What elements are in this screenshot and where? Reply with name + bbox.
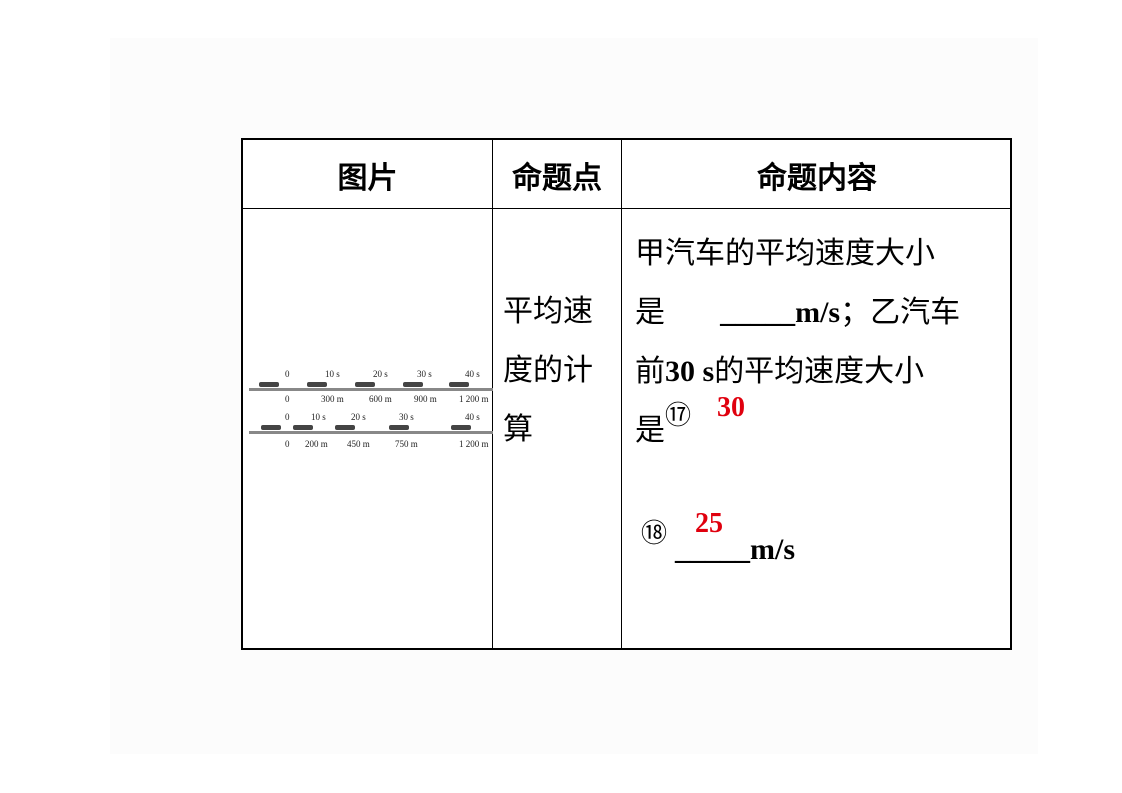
content-line-2: 是 _____m/s；乙汽车: [635, 283, 1015, 342]
car-icon: [293, 425, 313, 430]
content-line-4: 是: [635, 413, 665, 448]
header-content: 命题内容: [757, 160, 877, 196]
car-icon: [261, 425, 281, 430]
content-text: 是: [635, 295, 665, 330]
svg-text:200 m: 200 m: [305, 439, 328, 449]
unit-label-1: m/s: [795, 296, 841, 329]
svg-text:0: 0: [285, 394, 290, 404]
svg-text:10 s: 10 s: [311, 412, 326, 422]
car-a-time-label: 20 s: [373, 369, 388, 379]
content-table: 图片 命题点 命题内容 0 10 s 20 s 30 s 40 s 0 300 …: [241, 138, 1012, 650]
car-motion-figure: 0 10 s 20 s 30 s 40 s 0 300 m 600 m 900 …: [249, 369, 493, 449]
svg-text:0: 0: [285, 412, 290, 422]
svg-text:750 m: 750 m: [395, 439, 418, 449]
car-icon: [403, 382, 423, 387]
content-cell: 甲汽车的平均速度大小 是 _____m/s；乙汽车 前30 s的平均速度大小 是: [635, 224, 1015, 460]
svg-text:0: 0: [285, 439, 290, 449]
svg-text:1 200 m: 1 200 m: [459, 394, 489, 404]
header-image: 图片: [337, 160, 398, 196]
topic-line: 度的计: [503, 353, 593, 388]
svg-text:1 200 m: 1 200 m: [459, 439, 489, 449]
car-a-time-label: 30 s: [417, 369, 432, 379]
content-text: 前: [635, 354, 665, 389]
answer-blank-1: _____: [720, 296, 796, 329]
car-a-labels: 0 10 s 20 s 30 s 40 s: [285, 369, 480, 379]
content-line-1: 甲汽车的平均速度大小: [635, 236, 935, 271]
header-topic: 命题点: [512, 160, 602, 196]
car-b-distance-labels: 0 200 m 450 m 750 m 1 200 m: [285, 439, 489, 449]
svg-text:40 s: 40 s: [465, 412, 480, 422]
car-b-labels: 0 10 s 20 s 30 s 40 s: [285, 412, 480, 422]
content-text: ；乙汽车: [840, 295, 961, 330]
car-icon: [355, 382, 375, 387]
answer-1: 30: [717, 392, 745, 423]
header-divider: [243, 208, 1010, 209]
answer-blank-2: _____: [675, 533, 750, 566]
car-b-icons: [261, 425, 471, 430]
car-icon: [335, 425, 355, 430]
answer-2: 25: [695, 508, 723, 539]
svg-text:600 m: 600 m: [369, 394, 392, 404]
svg-text:20 s: 20 s: [351, 412, 366, 422]
car-icon: [259, 382, 279, 387]
topic-line: 平均速: [503, 294, 593, 329]
svg-text:450 m: 450 m: [347, 439, 370, 449]
column-divider: [492, 140, 493, 648]
question-marker-18: ⑱: [641, 519, 668, 549]
time-value: 30 s: [665, 355, 715, 388]
content-text: 的平均速度大小: [714, 354, 925, 389]
topic-cell: 平均速 度的计 算: [503, 282, 615, 459]
answer-blank-2-line: _____m/s: [675, 533, 795, 567]
question-marker-17: ⑰: [665, 401, 692, 431]
svg-text:300 m: 300 m: [321, 394, 344, 404]
car-icon: [389, 425, 409, 430]
unit-label-2: m/s: [750, 533, 795, 566]
road-b: [249, 431, 493, 434]
car-icon: [449, 382, 469, 387]
road-a: [249, 388, 493, 391]
car-a-time-label: 40 s: [465, 369, 480, 379]
column-divider: [621, 140, 622, 648]
car-a-icons: [259, 382, 469, 387]
car-icon: [451, 425, 471, 430]
car-a-distance-labels: 0 300 m 600 m 900 m 1 200 m: [285, 394, 489, 404]
content-line-3: 前30 s的平均速度大小: [635, 342, 1015, 401]
car-a-time-label: 0: [285, 369, 290, 379]
car-a-time-label: 10 s: [325, 369, 340, 379]
svg-text:900 m: 900 m: [414, 394, 437, 404]
car-icon: [307, 382, 327, 387]
topic-line: 算: [503, 412, 533, 447]
svg-text:30 s: 30 s: [399, 412, 414, 422]
